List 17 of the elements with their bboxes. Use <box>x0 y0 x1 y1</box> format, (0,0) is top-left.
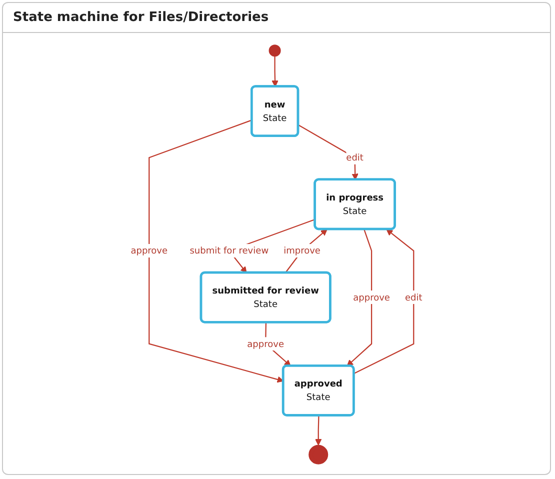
arrow <box>354 229 414 374</box>
node-circle <box>308 444 328 464</box>
arrow <box>346 229 372 366</box>
edge-label: approve <box>247 338 284 350</box>
node-circle <box>268 44 281 57</box>
edge-label: approve <box>130 245 168 256</box>
diagram-title: State machine for Files/Directories <box>3 3 550 33</box>
edge-label: edit <box>404 292 422 303</box>
edge-label: approve <box>353 292 390 303</box>
edge-label: improve <box>284 245 320 256</box>
arrow <box>272 56 278 87</box>
arrow <box>298 124 358 180</box>
edge-label: edit <box>346 152 364 163</box>
diagram-panel: State machine for Files/Directories edit approve submit for review improve edit approve approve new State in progress State submitted for review State approved State <box>2 2 551 475</box>
arrow <box>148 120 284 383</box>
arrow <box>315 416 322 446</box>
edge-label: submit for review <box>190 245 269 256</box>
